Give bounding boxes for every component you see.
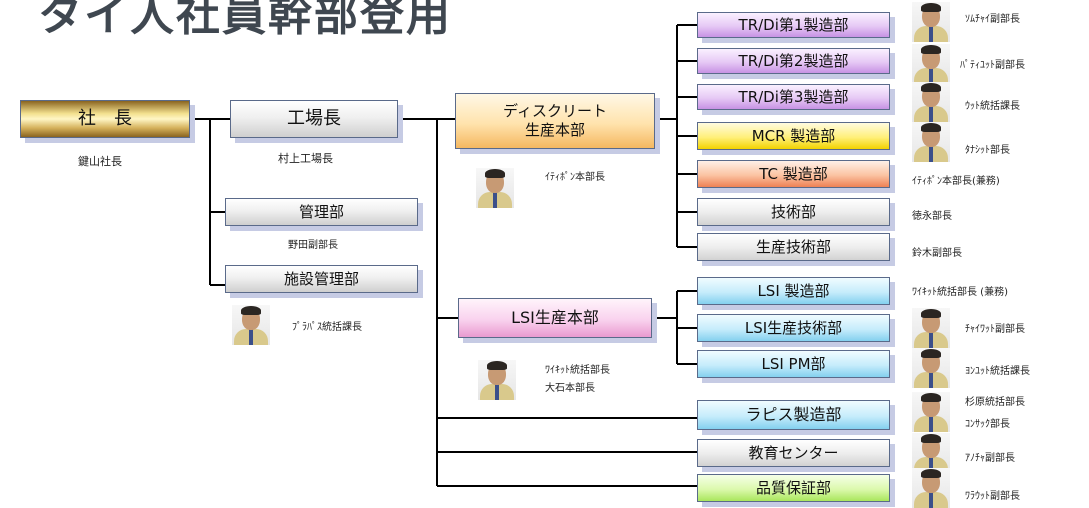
dept-tc-label: TC 製造部 [759, 164, 828, 183]
lsi-mfg-manager-name: ﾜｲｷｯﾄ統括部長 (兼務) [912, 287, 1008, 298]
facility-manager-name: ﾌﾟﾗﾊﾟｽ統括課長 [292, 322, 362, 333]
discrete-hq-photo [476, 168, 514, 208]
dept-lsi-mfg-label: LSI 製造部 [757, 281, 830, 300]
dept-mcr-box[interactable]: MCR 製造部 [697, 122, 890, 150]
dept-trdi1-box[interactable]: TR/Di第1製造部 [697, 12, 890, 38]
mcr-manager-photo [912, 122, 950, 162]
rapis-manager-photo [912, 392, 950, 432]
dept-trdi2-box[interactable]: TR/Di第2製造部 [697, 48, 890, 74]
trdi3-manager-photo [912, 82, 950, 122]
dept-mcr-label: MCR 製造部 [751, 126, 836, 145]
tech-manager-name: 徳永部長 [912, 211, 952, 222]
dept-education-box[interactable]: 教育センター [697, 439, 890, 467]
lsi-pm-manager-photo [912, 348, 950, 388]
facility-dept-box[interactable]: 施設管理部 [225, 265, 418, 293]
lsi-hq-label: LSI生産本部 [511, 308, 599, 327]
mcr-manager-name: ﾀﾅｼｯﾄ部長 [965, 145, 1010, 156]
education-manager-name: ｱﾉﾁｬ副部長 [965, 453, 1015, 464]
dept-trdi2-label: TR/Di第2製造部 [738, 51, 849, 70]
lsi-hq-name: ﾜｲｷｯﾄ統括部長 大石本部長 [545, 365, 610, 394]
lsi-hq-photo [478, 360, 516, 400]
president-label: 社 長 [78, 107, 132, 129]
quality-manager-photo [912, 468, 950, 508]
president-name: 鍵山社長 [78, 155, 122, 168]
admin-dept-name: 野田副部長 [288, 240, 338, 251]
dept-prodtech-label: 生産技術部 [755, 237, 831, 256]
trdi2-manager-name: ﾊﾟﾃｨﾕｯﾄ副部長 [960, 60, 1025, 71]
admin-dept-box[interactable]: 管理部 [225, 198, 418, 226]
dept-lsi-pm-label: LSI PM部 [761, 354, 826, 373]
dept-tc-box[interactable]: TC 製造部 [697, 160, 890, 188]
dept-lsi-prodtech-box[interactable]: LSI生産技術部 [697, 314, 890, 342]
lsi-prodtech-manager-name: ﾁｬｲﾜｯﾄ副部長 [965, 324, 1025, 335]
quality-manager-name: ﾜﾗｳｯﾄ副部長 [965, 491, 1020, 502]
facility-manager-photo [232, 305, 270, 345]
dept-lsi-mfg-box[interactable]: LSI 製造部 [697, 277, 890, 305]
dept-quality-label: 品質保証部 [755, 478, 831, 497]
trdi1-manager-photo [912, 2, 950, 42]
page-title: タイ人社員幹部登用 [38, 0, 452, 41]
tc-manager-name: ｲﾃｨﾎﾟﾝ本部長(兼務) [912, 176, 1000, 187]
lsi-prodtech-manager-photo [912, 308, 950, 348]
lsi-pm-manager-name: ﾖﾝﾕｯﾄ統括課長 [965, 366, 1030, 377]
president-box[interactable]: 社 長 [20, 100, 190, 138]
trdi1-manager-name: ｿﾑﾁｬｲ副部長 [965, 14, 1020, 25]
facility-dept-label: 施設管理部 [283, 269, 359, 288]
rapis-manager-name: 杉原統括部長 ｺﾝｻｯｸ部長 [965, 397, 1025, 430]
lsi-hq-box[interactable]: LSI生産本部 [458, 298, 652, 338]
plant-manager-name: 村上工場長 [278, 152, 333, 165]
admin-dept-label: 管理部 [298, 202, 344, 221]
discrete-hq-box[interactable]: ディスクリート 生産本部 [455, 93, 655, 149]
discrete-hq-label: ディスクリート 生産本部 [503, 102, 607, 139]
education-manager-photo [912, 433, 950, 473]
prodtech-manager-name: 鈴木副部長 [912, 248, 962, 259]
dept-tech-label: 技術部 [770, 202, 816, 221]
plant-manager-label: 工場長 [287, 107, 341, 129]
dept-trdi3-box[interactable]: TR/Di第3製造部 [697, 84, 890, 110]
dept-education-label: 教育センター [748, 443, 839, 462]
dept-lsi-pm-box[interactable]: LSI PM部 [697, 350, 890, 378]
trdi2-manager-photo [912, 44, 950, 84]
dept-tech-box[interactable]: 技術部 [697, 198, 890, 226]
discrete-hq-name: ｲﾃｨﾎﾟﾝ本部長 [545, 172, 605, 183]
dept-lsi-prodtech-label: LSI生産技術部 [744, 318, 843, 337]
dept-rapis-label: ラピス製造部 [745, 405, 842, 424]
plant-manager-box[interactable]: 工場長 [230, 100, 398, 138]
dept-quality-box[interactable]: 品質保証部 [697, 474, 890, 502]
dept-trdi1-label: TR/Di第1製造部 [738, 15, 849, 34]
trdi3-manager-name: ｳｯﾄ統括課長 [965, 101, 1020, 112]
dept-trdi3-label: TR/Di第3製造部 [738, 87, 849, 106]
dept-rapis-box[interactable]: ラピス製造部 [697, 400, 890, 430]
dept-prodtech-box[interactable]: 生産技術部 [697, 233, 890, 261]
